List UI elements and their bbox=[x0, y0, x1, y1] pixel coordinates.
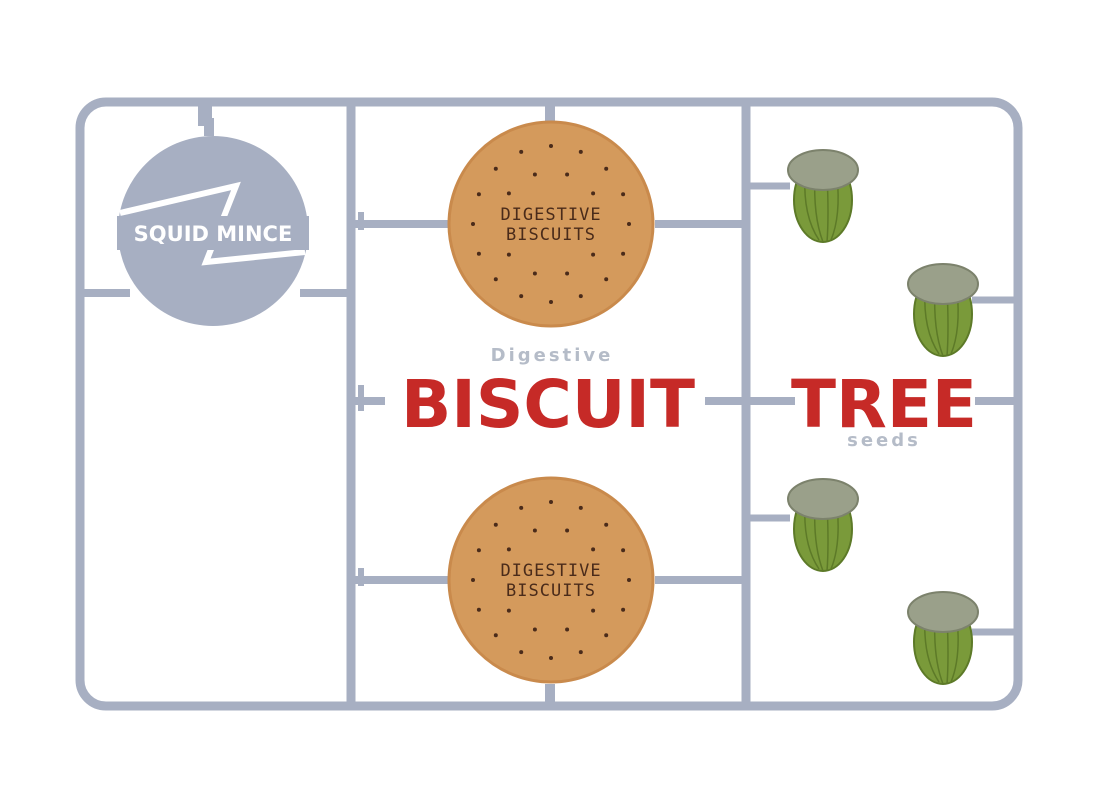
biscuit-hole bbox=[476, 548, 481, 553]
biscuit-hole bbox=[565, 627, 570, 632]
biscuit-hole bbox=[506, 608, 511, 613]
squid-mince-logo: SQUID MINCE bbox=[117, 136, 309, 326]
biscuit-hole bbox=[604, 166, 609, 171]
title-word-biscuit: BISCUIT bbox=[401, 366, 695, 443]
biscuit-label-line2: BISCUITS bbox=[506, 225, 596, 245]
biscuit-label-line1: DIGESTIVE bbox=[500, 205, 601, 225]
biscuit-holes bbox=[471, 144, 631, 304]
biscuit-hole bbox=[519, 505, 524, 510]
biscuit-hole bbox=[565, 172, 570, 177]
biscuit-hole bbox=[493, 166, 498, 171]
biscuit-hole bbox=[532, 627, 537, 632]
biscuit-holes bbox=[471, 500, 631, 660]
brand-name: SQUID MINCE bbox=[134, 222, 293, 246]
biscuit-hole bbox=[493, 633, 498, 638]
biscuit-hole bbox=[476, 192, 481, 197]
sprue-gate bbox=[545, 684, 555, 706]
acorn-icon bbox=[907, 263, 979, 357]
biscuit-hole bbox=[604, 277, 609, 282]
biscuit-hole bbox=[532, 172, 537, 177]
biscuit-hole bbox=[604, 522, 609, 527]
sprue-gate bbox=[358, 212, 364, 230]
biscuit-hole bbox=[591, 252, 596, 257]
biscuit-hole bbox=[532, 528, 537, 533]
biscuit-hole bbox=[578, 294, 583, 299]
title-word-tree: TREE bbox=[791, 366, 977, 443]
sprue-gate bbox=[545, 102, 555, 122]
biscuit-hole bbox=[565, 271, 570, 276]
biscuit-hole bbox=[565, 528, 570, 533]
biscuit-label-line1: DIGESTIVE bbox=[500, 561, 601, 581]
digestive-biscuit-bottom: DIGESTIVE BISCUITS bbox=[447, 476, 655, 684]
biscuit-hole bbox=[532, 271, 537, 276]
biscuit-hole bbox=[549, 500, 553, 504]
biscuit-hole bbox=[471, 578, 475, 582]
biscuit-hole bbox=[549, 144, 553, 148]
biscuit-hole bbox=[506, 191, 511, 196]
biscuit-hole bbox=[519, 149, 524, 154]
digestive-biscuit-top: DIGESTIVE BISCUITS bbox=[447, 120, 655, 328]
biscuit-hole bbox=[578, 149, 583, 154]
biscuit-hole bbox=[591, 191, 596, 196]
sprue-gate bbox=[358, 568, 364, 586]
biscuit-hole bbox=[476, 251, 481, 256]
biscuit-hole bbox=[476, 607, 481, 612]
biscuit-hole bbox=[549, 656, 553, 660]
biscuit-hole bbox=[627, 578, 631, 582]
biscuit-hole bbox=[578, 505, 583, 510]
biscuit-hole bbox=[493, 522, 498, 527]
biscuit-hole bbox=[506, 547, 511, 552]
acorn-icon bbox=[907, 591, 979, 685]
sprue-gate bbox=[204, 118, 214, 136]
biscuit-hole bbox=[591, 547, 596, 552]
biscuit-disc bbox=[447, 476, 655, 684]
title-bottom-small: seeds bbox=[847, 430, 921, 451]
acorn-icon bbox=[787, 149, 859, 243]
acorn-icon bbox=[787, 478, 859, 572]
biscuit-hole bbox=[627, 222, 631, 226]
biscuit-disc bbox=[447, 120, 655, 328]
biscuit-hole bbox=[621, 251, 626, 256]
logo-band bbox=[117, 216, 309, 250]
sprue-gate bbox=[358, 385, 364, 411]
biscuit-hole bbox=[493, 277, 498, 282]
biscuit-hole bbox=[591, 608, 596, 613]
biscuit-hole bbox=[519, 294, 524, 299]
biscuit-hole bbox=[604, 633, 609, 638]
biscuit-hole bbox=[471, 222, 475, 226]
biscuit-hole bbox=[621, 607, 626, 612]
biscuit-label-line2: BISCUITS bbox=[506, 581, 596, 601]
biscuit-hole bbox=[506, 252, 511, 257]
title-top-small: Digestive bbox=[491, 345, 614, 366]
biscuit-hole bbox=[578, 650, 583, 655]
biscuit-hole bbox=[519, 650, 524, 655]
biscuit-hole bbox=[621, 192, 626, 197]
biscuit-hole bbox=[549, 300, 553, 304]
biscuit-hole bbox=[621, 548, 626, 553]
